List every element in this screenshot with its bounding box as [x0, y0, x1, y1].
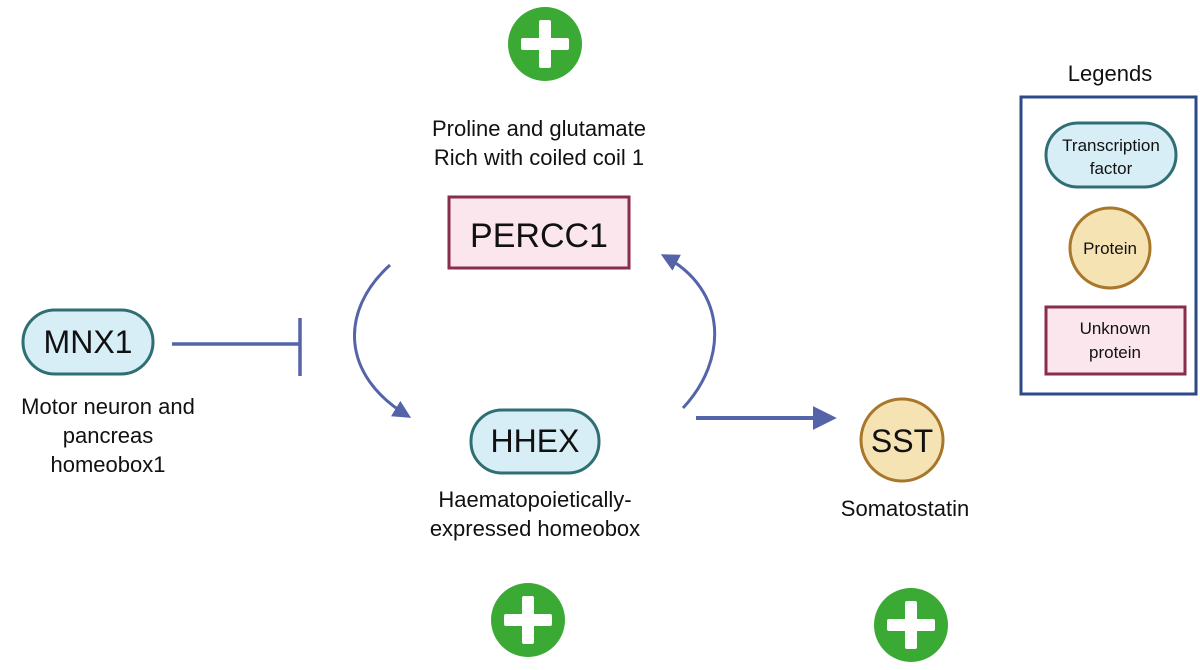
sst-full-name: Somatostatin — [820, 494, 990, 523]
legend-title: Legends — [1068, 61, 1152, 86]
node-mnx1: MNX1 — [21, 308, 155, 376]
legend-item-protein: Protein — [1068, 206, 1152, 290]
hhex-full-name-line: expressed homeobox — [429, 516, 641, 541]
legend-transcription-line1: Transcription — [1062, 136, 1160, 155]
mnx1-full-name: Motor neuron and pancreas homeobox1 — [0, 392, 216, 479]
mnx1-full-name-line: homeobox1 — [50, 452, 166, 477]
legend-item-transcription-factor: Transcription factor — [1044, 121, 1178, 189]
hhex-full-name: Haematopoietically- expressed homeobox — [380, 485, 690, 543]
legend-transcription-line2: factor — [1090, 159, 1133, 178]
mnx1-label: MNX1 — [44, 324, 133, 360]
hhex-label: HHEX — [491, 423, 580, 459]
legend-unknown-line1: Unknown — [1080, 319, 1151, 338]
sst-label: SST — [871, 423, 933, 459]
legend-protein-line1: Protein — [1083, 239, 1137, 258]
node-hhex: HHEX — [469, 408, 601, 475]
node-percc1: PERCC1 — [447, 195, 631, 270]
hhex-full-name-line: Haematopoietically- — [438, 487, 632, 512]
mnx1-full-name-line: pancreas — [62, 423, 154, 448]
legend-item-unknown-protein: Unknown protein — [1044, 305, 1187, 376]
plus-icon — [491, 583, 565, 657]
percc1-full-name-line: Proline and glutamate — [431, 116, 647, 141]
inhibition-line — [172, 318, 302, 376]
legend: Legends Transcription factor Protein Unk… — [1019, 61, 1198, 396]
node-sst: SST — [859, 397, 945, 483]
percc1-full-name-line: Rich with coiled coil 1 — [433, 145, 645, 170]
plus-icon — [508, 7, 582, 81]
arrow-hhex-to-percc1 — [660, 254, 717, 410]
legend-unknown-line2: protein — [1089, 343, 1141, 362]
sst-full-name-line: Somatostatin — [840, 496, 970, 521]
arrow-percc1-to-hhex — [352, 263, 412, 418]
mnx1-full-name-line: Motor neuron and — [21, 394, 195, 419]
percc1-label: PERCC1 — [470, 217, 608, 255]
plus-icon — [874, 588, 948, 662]
percc1-full-name: Proline and glutamate Rich with coiled c… — [379, 114, 699, 172]
